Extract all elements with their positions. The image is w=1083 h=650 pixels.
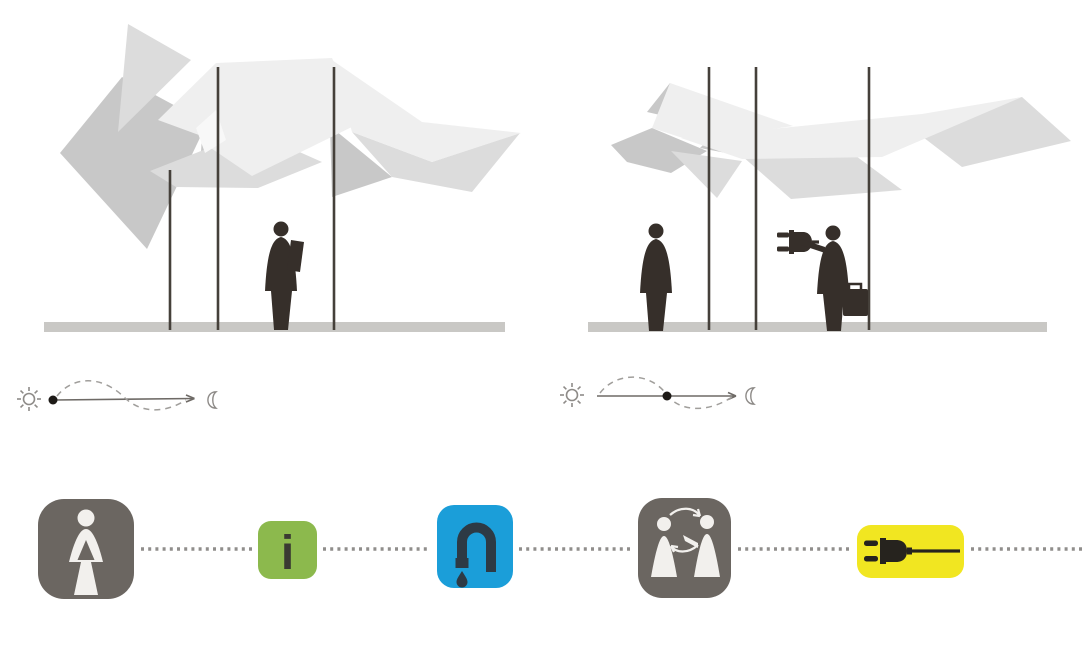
timeline-axis: [54, 394, 195, 403]
icon-tile: [258, 521, 317, 579]
person-arm: [801, 239, 825, 253]
moon-icon: [207, 391, 218, 409]
woman-glyph: [69, 509, 103, 595]
water-tap-icon: [437, 505, 513, 588]
canopy-left: [60, 24, 521, 249]
arrowhead: [185, 394, 195, 403]
plug-prong: [777, 232, 789, 238]
scene-right: [588, 67, 1071, 332]
poles-left: [168, 67, 336, 330]
info-icon: i: [258, 521, 317, 580]
plug-collar: [907, 547, 912, 555]
person-head: [273, 221, 289, 237]
tap-glyph: [455, 522, 496, 588]
poles-right: [707, 67, 871, 330]
exchange-arrows: [669, 507, 702, 553]
person-head: [825, 225, 841, 241]
icon-tile: [437, 505, 513, 588]
person-body: [817, 241, 849, 294]
moon-icon: [745, 387, 756, 405]
person-legs: [271, 291, 292, 330]
sun-path-dashed-curve: [56, 380, 187, 411]
book: [287, 240, 304, 272]
sun-icon: [560, 383, 584, 407]
scene-left: [44, 24, 521, 332]
sun-icon: [17, 387, 41, 411]
plug-face: [789, 230, 794, 254]
canopy-right-light-facets: [652, 83, 1022, 159]
time-marker-dot: [662, 391, 672, 401]
people-glyph: [651, 507, 720, 577]
timeline-right: [560, 376, 756, 410]
briefcase-handle: [847, 282, 863, 289]
plug-glyph: [864, 538, 960, 564]
canopy-left-light-facets: [158, 58, 521, 176]
power-plug-glyph: [777, 230, 819, 254]
water-drop: [456, 571, 468, 588]
tap-nozzle: [455, 558, 469, 568]
icon-row: i: [38, 498, 1083, 599]
briefcase: [843, 289, 868, 316]
timeline-left: [17, 380, 218, 411]
woman-glyph-cutout: [77, 540, 95, 560]
people-exchange-icon: [638, 498, 731, 598]
ground-right: [588, 322, 1047, 332]
person-body: [265, 237, 297, 291]
plug-cord: [912, 549, 960, 553]
person-head: [648, 223, 664, 239]
plug-body: [886, 540, 907, 562]
plug-face: [880, 538, 886, 564]
standing-person: [640, 223, 672, 331]
info-glyph: i: [281, 527, 294, 580]
plug-prong: [777, 246, 789, 252]
canopy-right: [611, 83, 1071, 199]
plug-prong: [864, 556, 878, 562]
time-marker-dot: [48, 395, 58, 405]
person-legs: [823, 294, 844, 331]
plug-prong: [864, 540, 878, 546]
power-plug-icon: [857, 525, 964, 578]
person-with-book: [265, 221, 304, 330]
woman-icon: [38, 499, 134, 599]
plug-cord: [812, 240, 819, 244]
icon-tile: [638, 498, 731, 598]
person-body: [640, 239, 672, 293]
person-legs: [646, 293, 667, 331]
person-with-briefcase: [801, 225, 868, 331]
